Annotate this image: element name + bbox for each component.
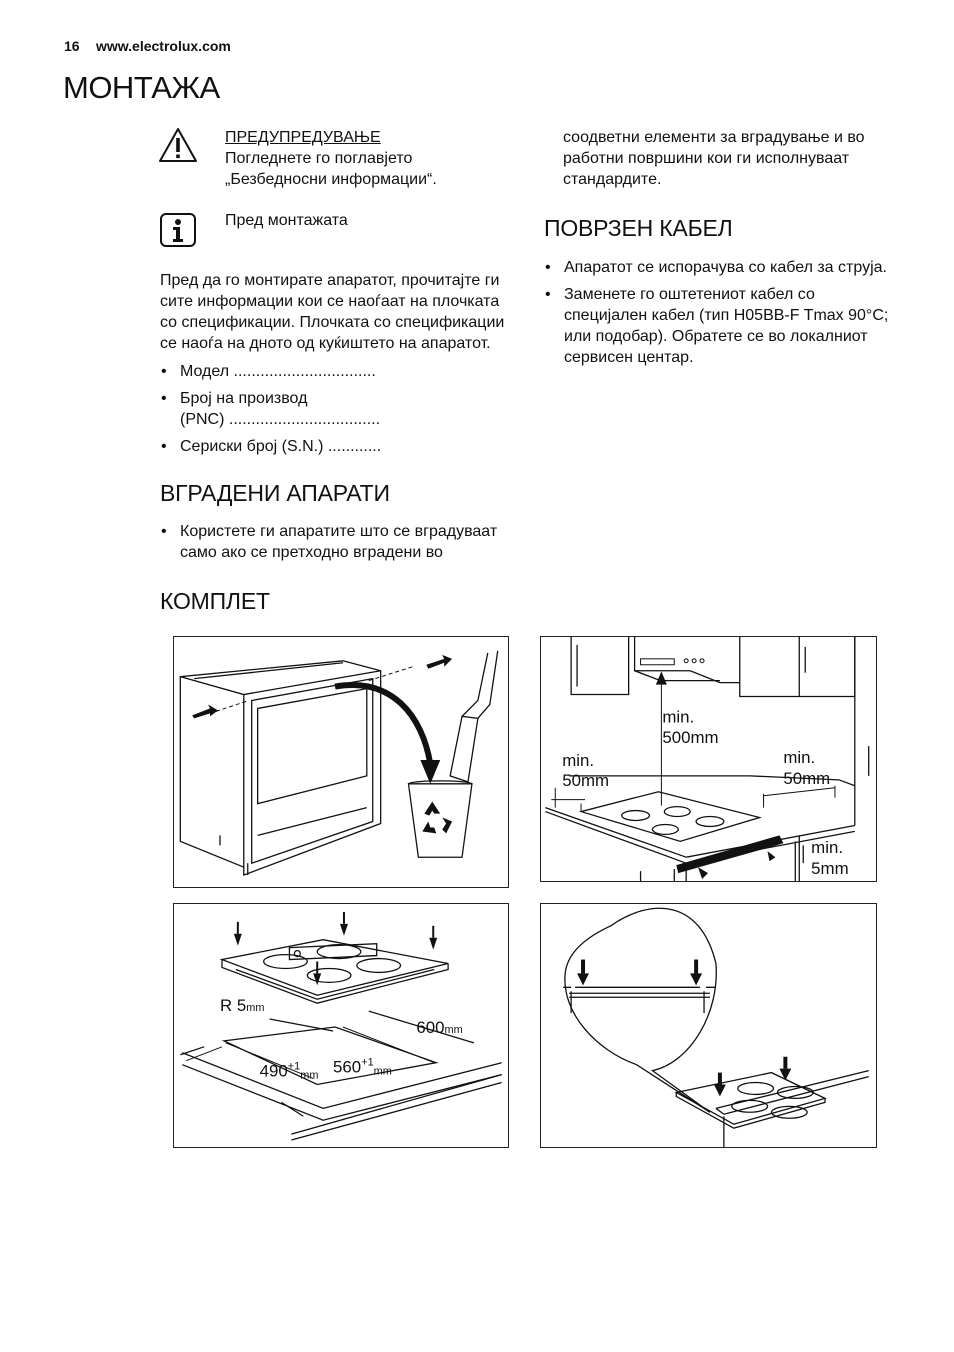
warning-title: ПРЕДУПРЕДУВАЊЕ bbox=[225, 129, 381, 146]
figure-press-hob bbox=[540, 903, 877, 1148]
continuation-line: соодветни елементи за вградување и во bbox=[563, 129, 865, 146]
built-in-list: Користете ги апаратите што се вградуваат… bbox=[160, 521, 530, 569]
continuation-line: стандардите. bbox=[563, 171, 662, 188]
min-top-label: min. 500mm bbox=[662, 707, 718, 747]
min-top-a: min. bbox=[662, 707, 694, 726]
depth-label: 600mm bbox=[416, 1018, 462, 1037]
min-right-label: min. 50mm bbox=[783, 748, 830, 788]
figure-cutout-dimensions: R 5mm 600mm 490+1mm 560+1mm bbox=[173, 903, 509, 1148]
width1-label: 490+1mm bbox=[260, 1061, 319, 1082]
list-item: Сериски број (S.N.) ............ bbox=[160, 436, 520, 457]
radius-label: R 5mm bbox=[220, 996, 264, 1015]
warning-triangle-icon bbox=[158, 127, 198, 163]
continuation-paragraph: соодветни елементи за вградување и во ра… bbox=[563, 127, 903, 190]
min-bottom-b: 5mm bbox=[811, 859, 848, 878]
intro-line: сите информации кои се наоѓаат на плочка… bbox=[160, 293, 500, 310]
figure-remove-bracket bbox=[173, 636, 509, 888]
list-item-line: Користете ги апаратите што се вградуваат bbox=[180, 523, 498, 540]
cable-heading: ПОВРЗЕН КАБЕЛ bbox=[544, 215, 733, 241]
list-item-line: сервисен центар. bbox=[564, 349, 694, 366]
list-item: Модел ................................ bbox=[160, 361, 520, 382]
website-url: www.electrolux.com bbox=[96, 38, 231, 54]
min-bottom-label: min. 5mm bbox=[811, 838, 848, 878]
min-top-b: 500mm bbox=[662, 728, 718, 747]
cable-list: Апаратот се испорачува со кабел за струј… bbox=[544, 257, 904, 374]
intro-paragraph: Пред да го монтирате апаратот, прочитајт… bbox=[160, 270, 530, 354]
list-item-line: или подобар). Обратете се во локалниот bbox=[564, 328, 868, 345]
list-item: Заменете го оштетениот кабел со специјал… bbox=[544, 284, 904, 368]
warning-text-line1: Погледнете го поглавјето bbox=[225, 150, 413, 167]
min-right-a: min. bbox=[783, 748, 815, 767]
min-left-b: 50mm bbox=[562, 771, 609, 790]
min-right-b: 50mm bbox=[783, 769, 830, 788]
list-item-line: Заменете го оштетениот кабел со bbox=[564, 286, 815, 303]
intro-line: се наоѓа на дното од куќиштето на апарат… bbox=[160, 335, 491, 352]
built-in-heading: ВГРАДЕНИ АПАРАТИ bbox=[160, 480, 390, 506]
list-item: Користете ги апаратите што се вградуваат… bbox=[160, 521, 530, 563]
list-item: Апаратот се испорачува со кабел за струј… bbox=[544, 257, 904, 278]
info-icon bbox=[159, 212, 197, 248]
list-item-line: специјален кабел (тип H05BB-F Tmax 90°C; bbox=[564, 307, 889, 324]
recycle-icon bbox=[422, 801, 453, 834]
width2-label: 560+1mm bbox=[333, 1057, 392, 1078]
list-item-line: само ако се претходно вградени во bbox=[180, 544, 443, 561]
figure-min-distances: min. 500mm min. 50mm min. 50mm min. 5mm bbox=[540, 636, 877, 882]
warning-block: ПРЕДУПРЕДУВАЊЕ Погледнете го поглавјето … bbox=[225, 127, 437, 190]
info-text: Пред монтажата bbox=[225, 212, 348, 229]
kit-heading: КОМПЛЕТ bbox=[160, 588, 270, 614]
min-left-label: min. 50mm bbox=[562, 751, 609, 790]
warning-text-line2: „Безбедносни информации“. bbox=[225, 171, 437, 188]
page-number: 16 bbox=[64, 38, 80, 54]
intro-line: со спецификации. Плочката со спецификаци… bbox=[160, 314, 505, 331]
spec-list: Модел ................................ Б… bbox=[160, 361, 520, 463]
continuation-line: работни површини кои ги исполнуваат bbox=[563, 150, 850, 167]
min-left-a: min. bbox=[562, 751, 594, 770]
list-item: Број на производ (PNC) .................… bbox=[160, 388, 520, 430]
intro-line: Пред да го монтирате апаратот, прочитајт… bbox=[160, 272, 500, 289]
page-title: МОНТАЖА bbox=[63, 70, 220, 105]
min-bottom-a: min. bbox=[811, 838, 843, 857]
list-item-line: Број на производ bbox=[180, 390, 308, 407]
list-item-line: (PNC) .................................. bbox=[180, 411, 381, 428]
